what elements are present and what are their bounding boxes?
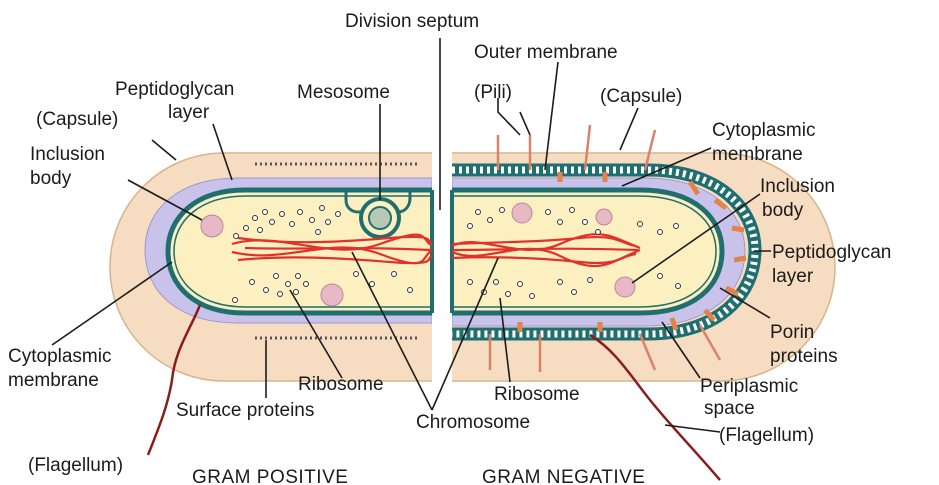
label-inclusion-body-left-2: body	[30, 168, 72, 189]
label-peptidoglycan-right-2: layer	[772, 266, 814, 287]
label-flagellum-left: (Flagellum)	[28, 455, 123, 476]
label-capsule-left: (Capsule)	[36, 109, 118, 130]
label-peptidoglycan-left-2: layer	[168, 102, 210, 123]
inclusion-body-left	[201, 215, 223, 237]
label-porin-proteins-1: Porin	[770, 322, 814, 343]
division-septum	[432, 40, 452, 440]
inclusion-body-gp-2	[321, 284, 343, 306]
label-gram-positive: GRAM POSITIVE	[192, 467, 348, 485]
label-peptidoglycan-right-1: Peptidoglycan	[772, 242, 891, 263]
label-surface-proteins: Surface proteins	[176, 400, 314, 421]
label-ribosome-left: Ribosome	[298, 374, 384, 395]
inclusion-body-gn-1	[512, 203, 532, 223]
label-periplasmic-space-1: Periplasmic	[700, 376, 798, 397]
inclusion-body-right	[615, 277, 635, 297]
gram-negative-cytoplasm	[452, 190, 722, 313]
label-inclusion-body-right-2: body	[762, 200, 804, 221]
label-peptidoglycan-left-1: Peptidoglycan	[115, 79, 234, 100]
label-outer-membrane: Outer membrane	[474, 42, 618, 63]
label-ribosome-right: Ribosome	[494, 384, 580, 405]
inclusion-body-gn-2	[596, 209, 612, 225]
label-inclusion-body-right-1: Inclusion	[760, 176, 835, 197]
label-gram-negative: GRAM NEGATIVE	[482, 467, 645, 485]
label-porin-proteins-2: proteins	[770, 346, 838, 367]
label-pili: (Pili)	[474, 82, 512, 103]
label-cytoplasmic-membrane-right-1: Cytoplasmic	[712, 120, 815, 141]
label-division-septum: Division septum	[345, 11, 479, 32]
mesosome-core	[369, 207, 391, 229]
label-capsule-right: (Capsule)	[600, 86, 682, 107]
label-cytoplasmic-membrane-left-2: membrane	[8, 370, 99, 391]
label-periplasmic-space-2: space	[704, 398, 755, 419]
label-flagellum-right: (Flagellum)	[719, 425, 814, 446]
label-cytoplasmic-membrane-right-2: membrane	[712, 144, 803, 165]
label-cytoplasmic-membrane-left-1: Cytoplasmic	[8, 346, 111, 367]
label-chromosome: Chromosome	[416, 412, 530, 433]
label-inclusion-body-left-1: Inclusion	[30, 144, 105, 165]
label-mesosome: Mesosome	[297, 82, 390, 103]
